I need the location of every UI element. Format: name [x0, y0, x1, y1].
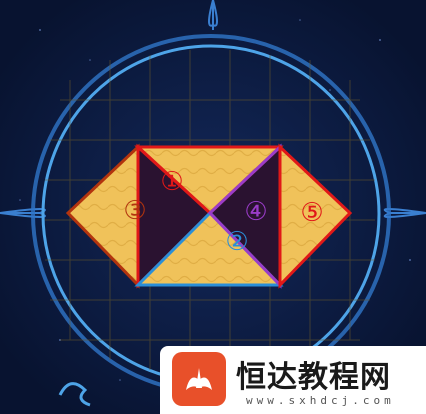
- watermark-banner: 恒达教程网 www.sxhdcj.com: [160, 346, 426, 414]
- dark-gap-right: [210, 147, 280, 285]
- piece-label-1: ①: [160, 167, 183, 197]
- decorative-glyph: [58, 382, 91, 407]
- dark-gap-left: [138, 147, 210, 285]
- piece-label-3: ③: [123, 196, 146, 226]
- piece-5-right-triangle[interactable]: [278, 143, 353, 289]
- whale-tail-icon: [172, 352, 226, 406]
- piece-label-2: ②: [225, 227, 248, 257]
- watermark-url: www.sxhdcj.com: [246, 394, 395, 407]
- piece-label-5: ⑤: [300, 198, 323, 228]
- watermark-title: 恒达教程网: [236, 360, 391, 395]
- piece-label-4: ④: [244, 197, 267, 227]
